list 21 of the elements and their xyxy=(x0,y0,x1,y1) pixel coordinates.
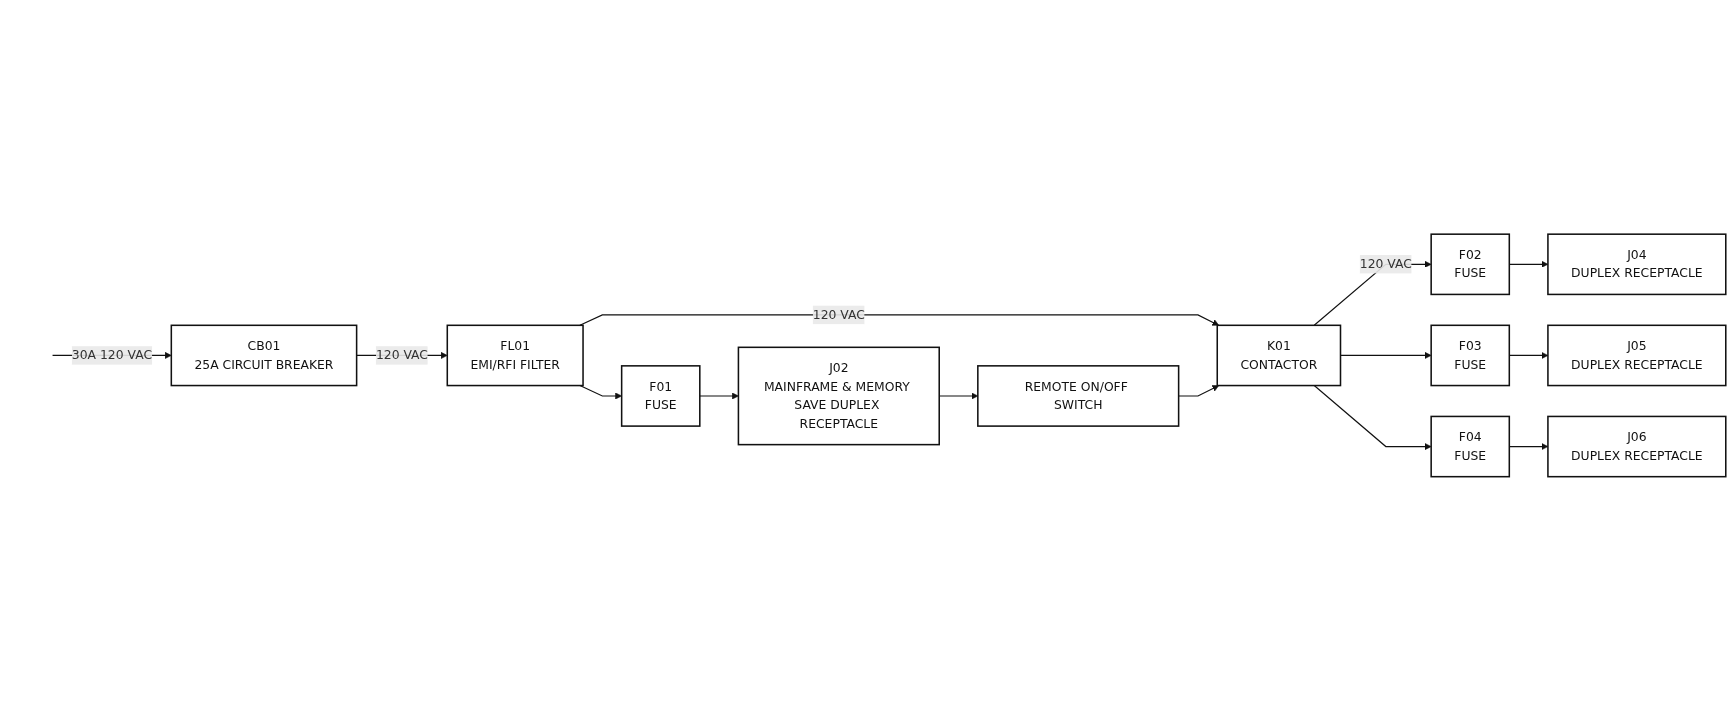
edge-label: 120 VAC xyxy=(375,347,428,363)
node-box: F03 FUSE xyxy=(1430,324,1511,387)
node-box: F01 FUSE xyxy=(620,365,701,427)
edge-label: 30A 120 VAC xyxy=(71,347,153,363)
node-box: FL01 EMI/RFI FILTER xyxy=(446,324,584,387)
arrow xyxy=(579,385,622,400)
node-box: J05 DUPLEX RECEPTACLE xyxy=(1547,324,1727,387)
node-box: F02 FUSE xyxy=(1430,233,1511,296)
edge-label: 120 VAC xyxy=(1359,256,1412,272)
arrow xyxy=(1178,385,1220,397)
node-box: REMOTE ON/OFF SWITCH xyxy=(977,365,1180,427)
node-box: CB01 25A CIRCUIT BREAKER xyxy=(170,324,358,387)
arrow xyxy=(1313,385,1432,450)
node-box: K01 CONTACTOR xyxy=(1216,324,1342,387)
node-box: J02 MAINFRAME & MEMORY SAVE DUPLEX RECEPTACLE xyxy=(737,346,940,446)
node-box: J06 DUPLEX RECEPTACLE xyxy=(1547,415,1727,478)
edge-label: 120 VAC xyxy=(812,307,865,322)
node-box: J04 DUPLEX RECEPTACLE xyxy=(1547,233,1727,296)
arrow xyxy=(699,392,739,400)
arrow xyxy=(579,314,1220,326)
node-box: F04 FUSE xyxy=(1430,415,1511,478)
